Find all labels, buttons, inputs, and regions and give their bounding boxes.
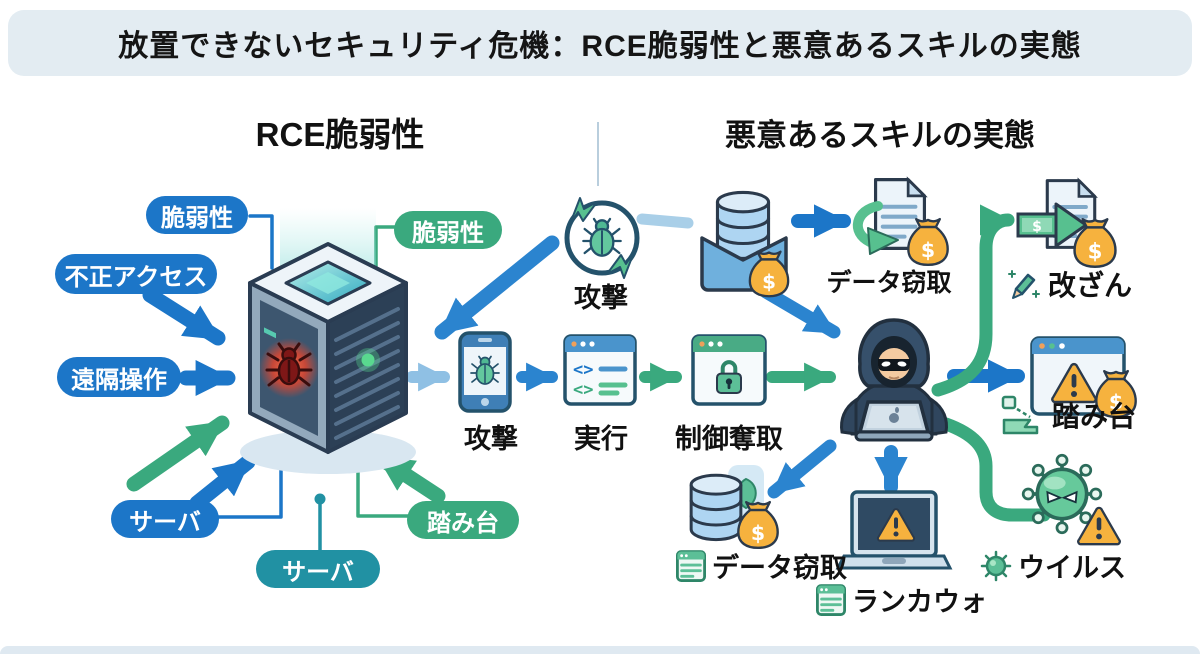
svg-text:$: $ xyxy=(1032,219,1042,235)
database-theft-icon xyxy=(689,465,779,550)
code-browser-icon: <> <> xyxy=(563,334,637,406)
section-divider xyxy=(597,122,599,186)
pill-unauthorized-access: 不正アクセス xyxy=(55,254,217,294)
pill-server-blue: サーバ xyxy=(111,500,219,538)
server-illustration xyxy=(240,208,416,474)
right-section-heading: 悪意あるスキルの実態 xyxy=(725,118,1035,153)
database-money-icon xyxy=(700,190,790,298)
pill-stepping-stone: 踏み台 xyxy=(407,501,519,539)
laptop-warning-icon xyxy=(835,490,953,570)
label-attack-top: 攻撃 xyxy=(574,283,628,313)
left-section-heading: RCE脆弱性 xyxy=(255,116,425,153)
arrow-attack-to-server xyxy=(434,235,560,340)
title-banner: 放置できないセキュリティ危機：RCE脆弱性と悪意あるスキルの実態 xyxy=(8,10,1192,76)
label-attack: 攻撃 xyxy=(464,424,518,454)
virus-warning-icon xyxy=(1021,453,1121,546)
bar-attack-to-db xyxy=(636,213,694,229)
label-data-theft-bottom-row: データ窃取 xyxy=(676,546,847,585)
pencil-icon xyxy=(1008,270,1040,299)
label-data-theft-top: データ窃取 xyxy=(826,269,952,297)
arrow-green-up xyxy=(126,415,230,492)
label-virus-row: ウイルス xyxy=(980,546,1126,585)
tamper-doc-icon: $ xyxy=(1016,176,1117,268)
lock-browser-icon xyxy=(691,334,767,406)
phone-attack-icon xyxy=(458,331,512,413)
small-virus-icon xyxy=(980,550,1012,581)
red-bug-icon xyxy=(265,342,313,387)
connector-dot xyxy=(314,493,326,505)
label-ransomware-row: ランカウォ xyxy=(816,580,987,619)
page-title: 放置できないセキュリティ危機：RCE脆弱性と悪意あるスキルの実態 xyxy=(118,30,1082,63)
bug-cycle-icon xyxy=(564,197,640,279)
label-tampering: 改ざん xyxy=(1048,270,1133,301)
label-tampering-row: 改ざん xyxy=(1008,264,1132,304)
bottom-border-strip xyxy=(0,646,1200,654)
document-theft-icon xyxy=(852,176,949,267)
svg-text:<>: <> xyxy=(573,380,593,400)
label-execute: 実行 xyxy=(574,424,628,454)
hacker-icon xyxy=(840,318,948,442)
arrow-unauthorized xyxy=(142,287,226,346)
svg-text:<>: <> xyxy=(573,360,593,380)
label-ransomware: ランカウォ xyxy=(852,587,987,617)
label-virus: ウイルス xyxy=(1018,553,1126,583)
label-stepping-stone-row: 踏み台 xyxy=(1000,394,1136,436)
pill-remote-control: 遠隔操作 xyxy=(57,357,181,397)
label-data-theft-bottom: データ窃取 xyxy=(712,553,847,583)
small-browser-icon xyxy=(816,584,846,616)
pill-server-teal: サーバ xyxy=(256,550,380,588)
pill-vulnerability-blue: 脆弱性 xyxy=(146,196,248,234)
small-browser-icon xyxy=(676,550,706,582)
platform-icon xyxy=(1001,395,1039,435)
label-stepping-stone: 踏み台 xyxy=(1052,401,1137,432)
pill-vulnerability-green: 脆弱性 xyxy=(394,211,502,249)
label-control-seizure: 制御奪取 xyxy=(675,424,783,454)
stepping-stone-browser-icon xyxy=(1030,336,1137,419)
